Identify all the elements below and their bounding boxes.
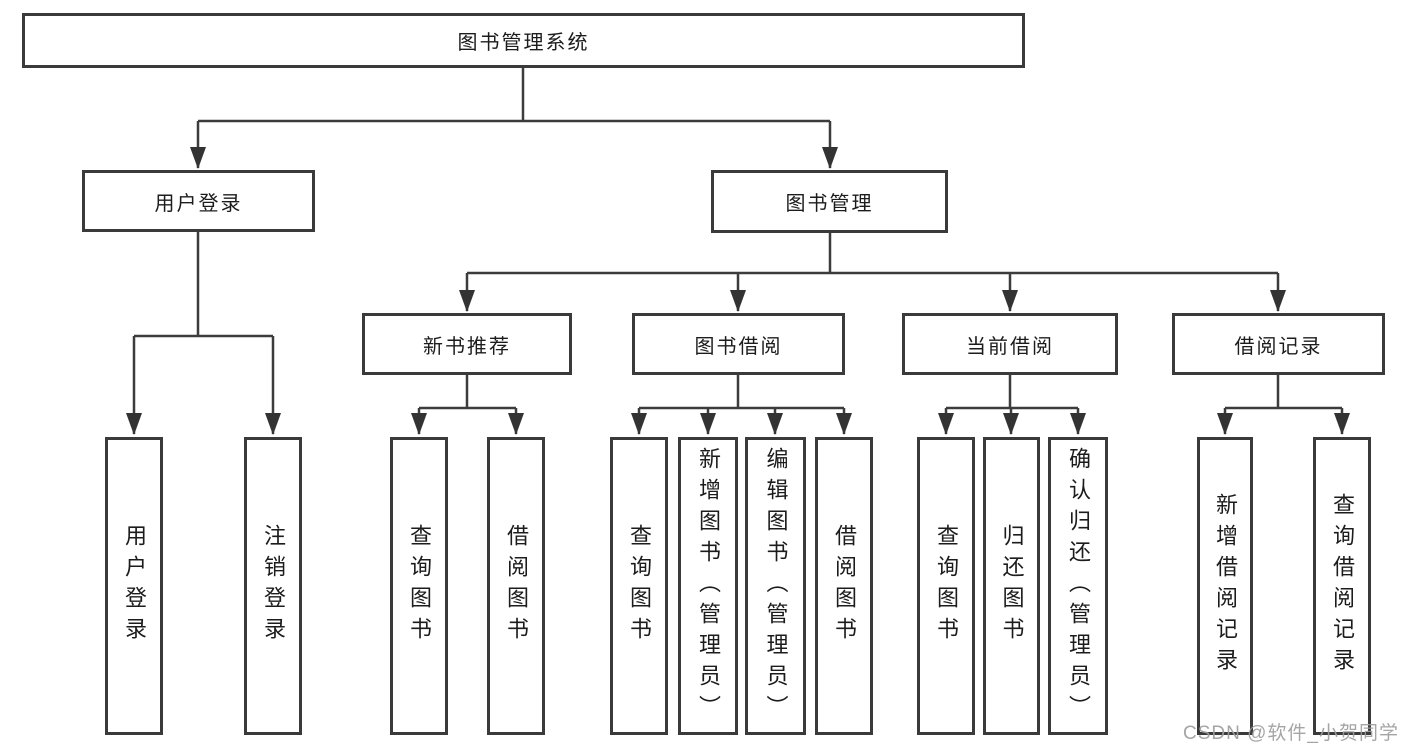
node-user-login-label: 用户登录 xyxy=(154,192,243,215)
leaf-add-borrow-record: 新增借阅记录 xyxy=(1197,437,1253,735)
leaf-user-login-label: 用户登录 xyxy=(122,524,147,648)
watermark: CSDN @软件_小贺同学 xyxy=(1183,723,1399,744)
leaf-user-login: 用户登录 xyxy=(105,437,163,735)
leaf-logout: 注销登录 xyxy=(244,437,302,735)
leaf-edit-books-admin-label: 编辑图书（管理员） xyxy=(763,446,789,726)
leaf-return-books-label: 归还图书 xyxy=(999,524,1025,648)
leaf-borrow-books-label: 借阅图书 xyxy=(832,524,857,648)
node-borrow-records-label: 借阅记录 xyxy=(1234,335,1323,358)
leaf-recommend-query-books-label: 查询图书 xyxy=(407,524,432,648)
leaf-recommend-borrow-books: 借阅图书 xyxy=(487,437,545,735)
node-book-borrow: 图书借阅 xyxy=(632,313,845,375)
leaf-query-borrow-record-label: 查询借阅记录 xyxy=(1330,493,1355,679)
leaf-borrow-query-books-label: 查询图书 xyxy=(627,524,652,648)
node-book-management: 图书管理 xyxy=(711,170,948,233)
leaf-confirm-return-admin-label: 确认归还（管理员） xyxy=(1066,446,1091,726)
node-root-label: 图书管理系统 xyxy=(457,32,590,54)
leaf-recommend-query-books: 查询图书 xyxy=(390,437,448,735)
leaf-current-query-books-label: 查询图书 xyxy=(934,524,959,648)
node-new-book-recommend-label: 新书推荐 xyxy=(423,335,511,358)
leaf-current-query-books: 查询图书 xyxy=(917,437,975,735)
node-new-book-recommend: 新书推荐 xyxy=(362,313,572,375)
node-book-management-label: 图书管理 xyxy=(785,193,874,215)
leaf-return-books: 归还图书 xyxy=(983,437,1040,735)
leaf-logout-label: 注销登录 xyxy=(261,524,286,648)
leaf-query-borrow-record: 查询借阅记录 xyxy=(1313,437,1371,735)
leaf-edit-books-admin: 编辑图书（管理员） xyxy=(745,437,806,735)
node-borrow-records: 借阅记录 xyxy=(1172,313,1385,375)
leaf-add-books-admin-label: 新增图书（管理员） xyxy=(696,446,721,726)
node-book-borrow-label: 图书借阅 xyxy=(694,335,783,358)
leaf-borrow-books: 借阅图书 xyxy=(815,437,873,735)
leaf-add-borrow-record-label: 新增借阅记录 xyxy=(1213,493,1238,679)
leaf-recommend-borrow-books-label: 借阅图书 xyxy=(504,524,529,648)
leaf-borrow-query-books: 查询图书 xyxy=(610,437,668,735)
node-user-login: 用户登录 xyxy=(82,170,315,232)
leaf-add-books-admin: 新增图书（管理员） xyxy=(678,437,738,735)
node-current-borrow-label: 当前借阅 xyxy=(966,335,1054,358)
node-root: 图书管理系统 xyxy=(22,13,1025,68)
leaf-confirm-return-admin: 确认归还（管理员） xyxy=(1048,437,1108,735)
node-current-borrow: 当前借阅 xyxy=(902,313,1118,375)
